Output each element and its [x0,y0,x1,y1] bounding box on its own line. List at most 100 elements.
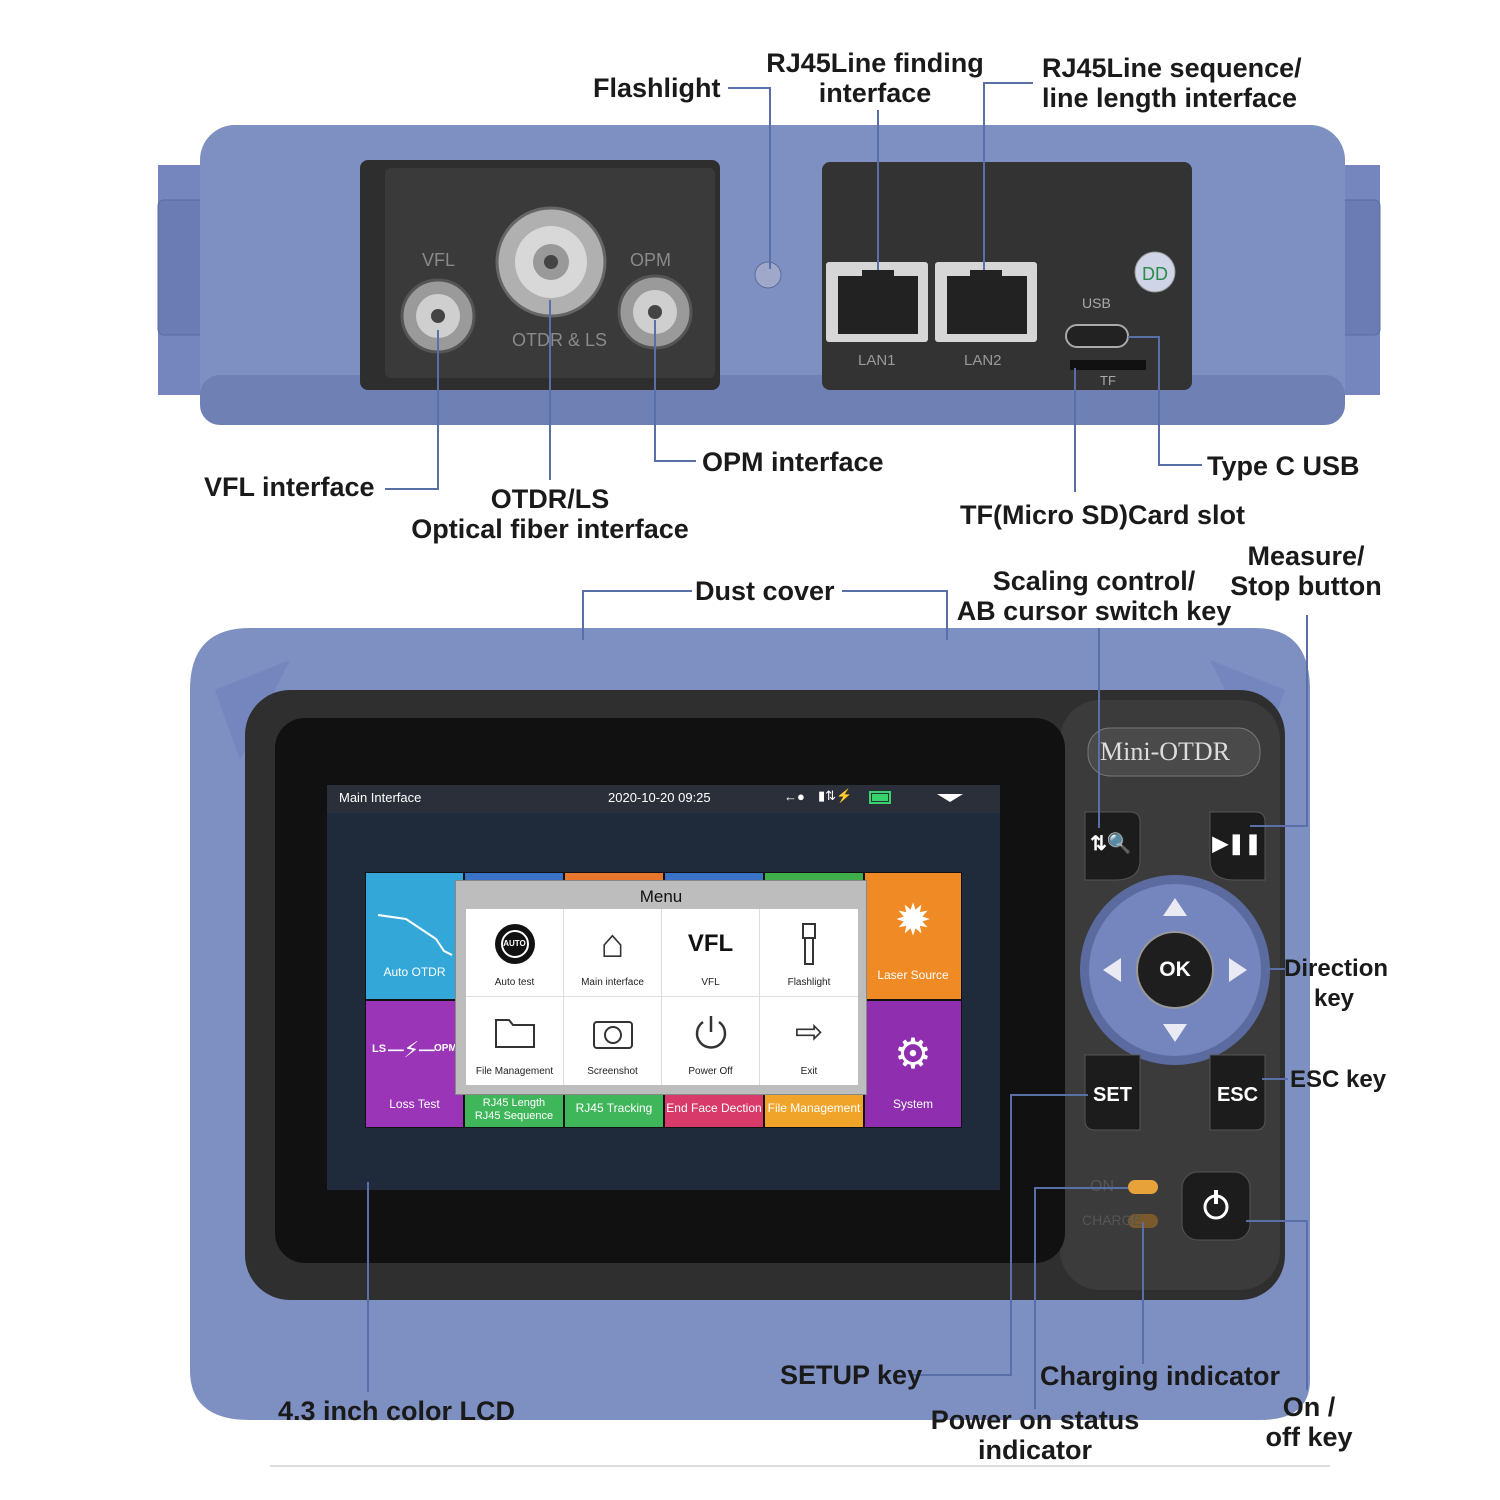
menu-item-label: Exit [800,1066,818,1077]
callout-vfl-interface: VFL interface [204,472,375,502]
tile-laser-source[interactable]: ✹ Laser Source [864,872,962,1000]
auto-test-icon [494,924,535,964]
tile-file-management[interactable]: File Management [764,1094,864,1128]
menu-item-main-interface[interactable]: ⌂ Main interface [564,909,662,997]
led-on [1128,1180,1158,1194]
tile-auto-otdr[interactable]: Auto OTDR [365,872,464,1000]
bottom-divider [270,1465,1330,1467]
measure-key [1209,811,1266,881]
leader-lcd [367,1182,369,1392]
menu-item-label: File Management [475,1066,554,1077]
port-label-otdr-ls: OTDR & LS [512,330,608,350]
leader-scaling [1098,628,1100,828]
callout-otdr-ls: OTDR/LS Optical fiber interface [411,484,689,544]
leader-usb-h1 [1128,336,1160,338]
leader-dust-right-v [946,590,948,640]
menu-item-vfl[interactable]: VFL VFL [662,909,760,997]
right-arrow-icon [1229,958,1247,982]
up-arrow-icon [1163,898,1187,916]
leader-dust-right-h [842,590,948,592]
tf-slot [1070,360,1146,370]
menu-item-screenshot[interactable]: Screenshot [564,997,662,1085]
measure-stop-icon[interactable]: ▶❚❚ [1212,832,1262,855]
callout-power-status: Power on status indicator [930,1405,1140,1465]
leader-vfl-v [437,330,439,490]
callout-flashlight: Flashlight [593,73,721,103]
menu-item-label: Screenshot [587,1066,638,1077]
leader-usb-v [1158,336,1160,466]
opm-icon-label: OPM [434,1043,457,1054]
menu-item-exit[interactable]: ⇨ Exit [760,997,858,1085]
led-on-label: ON [1090,1178,1114,1196]
leader-setup-h2 [912,1374,1012,1376]
menu-item-label: Auto test [494,977,535,988]
scaling-key [1084,811,1141,881]
screen-title: Main Interface [339,790,422,805]
power-icon [662,1009,759,1055]
menu-item-label: Main interface [581,977,644,988]
leader-dust-left-v [582,590,584,640]
menu-item-label: VFL [701,977,720,988]
leader-direction [1266,968,1288,970]
leader-rj45-seq-v [983,82,985,270]
menu-grid: AUTO Auto test ⌂ Main interface VFL VFL … [466,909,858,1085]
flashlight-lens [754,261,782,289]
callout-charging-indicator: Charging indicator [1040,1361,1281,1391]
leader-charging [1142,1222,1144,1364]
leader-opm-h [654,460,696,462]
scaling-cursor-icon[interactable]: ⇅🔍 [1090,832,1132,855]
leader-rj45-finding [877,110,879,270]
menu-title: Menu [639,887,683,906]
led-charge-label: CHARGE [1082,1212,1142,1228]
down-arrow-icon [1163,1024,1187,1042]
set-key[interactable]: SET [1093,1083,1132,1106]
tile-end-face-label: End Face Dection [666,1101,762,1115]
callout-direction-key: Direction key [1284,955,1389,1012]
esc-key[interactable]: ESC [1216,1083,1259,1106]
led-charge [1128,1214,1158,1228]
tile-loss-test-label: Loss Test [389,1097,440,1111]
tile-laser-source-label: Laser Source [877,968,949,982]
leader-power-status-h [1034,1187,1128,1189]
menu-item-file-management[interactable]: File Management [466,997,564,1085]
ls-icon-label: LS [372,1043,387,1055]
tile-system[interactable]: ⚙ System [864,1000,962,1128]
menu-item-power-off[interactable]: Power Off [662,997,760,1085]
usb-status-icon: ←● [784,789,805,804]
callout-rj45-finding: RJ45Line finding interface [766,48,984,108]
tile-rj45-tracking[interactable]: RJ45 Tracking [564,1094,664,1128]
callout-type-c-usb: Type C USB [1207,451,1360,481]
tile-rj45-length[interactable]: RJ45 Length RJ45 Sequence [464,1094,564,1128]
port-label-tf: TF [1100,373,1116,388]
brand-plate [1087,727,1261,777]
menu-item-auto-test[interactable]: AUTO Auto test [466,909,564,997]
callout-dust-cover: Dust cover [695,576,835,606]
otdr-trace-icon [377,914,453,956]
vfl-icon: VFL [687,930,734,957]
port-label-lan2: LAN2 [964,352,1002,369]
leader-on-off-h [1246,1220,1308,1222]
leader-setup-v [1010,1094,1012,1376]
leader-opm-v [654,320,656,462]
plug-icon: ─⚡─ [388,1037,435,1062]
svg-text:DD: DD [1142,264,1168,284]
leader-measure-h [1250,825,1308,827]
folder-icon [466,1009,563,1055]
tile-loss-test[interactable]: LS ─⚡─ OPM Loss Test [365,1000,464,1128]
leader-vfl-h [385,488,439,490]
tile-rj45-length-label: RJ45 Length RJ45 Sequence [474,1097,554,1122]
ok-key-label[interactable]: OK [1159,958,1191,981]
auto-badge: AUTO [503,939,526,948]
leader-dust-left-h [582,590,692,592]
leader-otdr [549,300,551,480]
auto-test-icon-wrap: AUTO [466,921,563,967]
port-label-vfl: VFL [422,250,456,270]
callout-measure-stop: Measure/ Stop button [1230,541,1382,601]
menu-item-label: Power Off [688,1066,733,1077]
tile-end-face[interactable]: End Face Dection [664,1094,764,1128]
leader-rj45-seq-h [983,82,1033,84]
esc-key-shape [1209,1054,1266,1131]
exit-icon: ⇨ [794,1013,824,1051]
menu-item-flashlight[interactable]: Flashlight [760,909,858,997]
